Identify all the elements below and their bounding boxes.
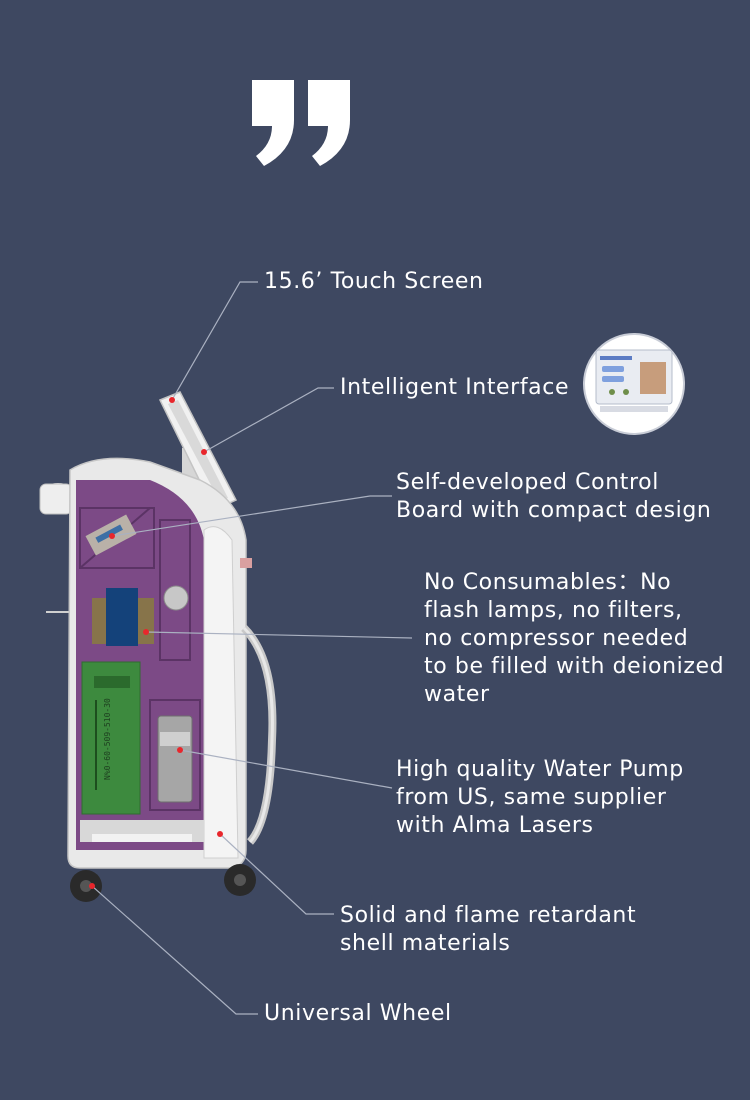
marker-dots — [89, 397, 223, 889]
label-no-consumables: No Consumables：No flash lamps, no filter… — [424, 570, 725, 707]
label-shell-materials: Solid and flame retardant shell material… — [340, 903, 637, 956]
leader-lines — [91, 281, 413, 1015]
label-touch-screen: 15.6’ Touch Screen — [264, 269, 484, 294]
handpiece-holder — [39, 483, 74, 613]
label-intelligent-interface: Intelligent Interface — [340, 375, 570, 400]
quote-mark-icon — [252, 80, 350, 166]
label-universal-wheel: Universal Wheel — [264, 1001, 452, 1026]
universal-wheels — [70, 864, 256, 902]
cabinet-shell: N%0-60-509-510-30 — [67, 457, 252, 869]
touch-screen-thumbnail — [583, 333, 685, 435]
label-control-board: Self-developed Control Board with compac… — [396, 470, 712, 523]
label-water-pump: High quality Water Pump from US, same su… — [396, 757, 684, 838]
svg-text:N%0-60-509-510-30: N%0-60-509-510-30 — [103, 698, 112, 780]
